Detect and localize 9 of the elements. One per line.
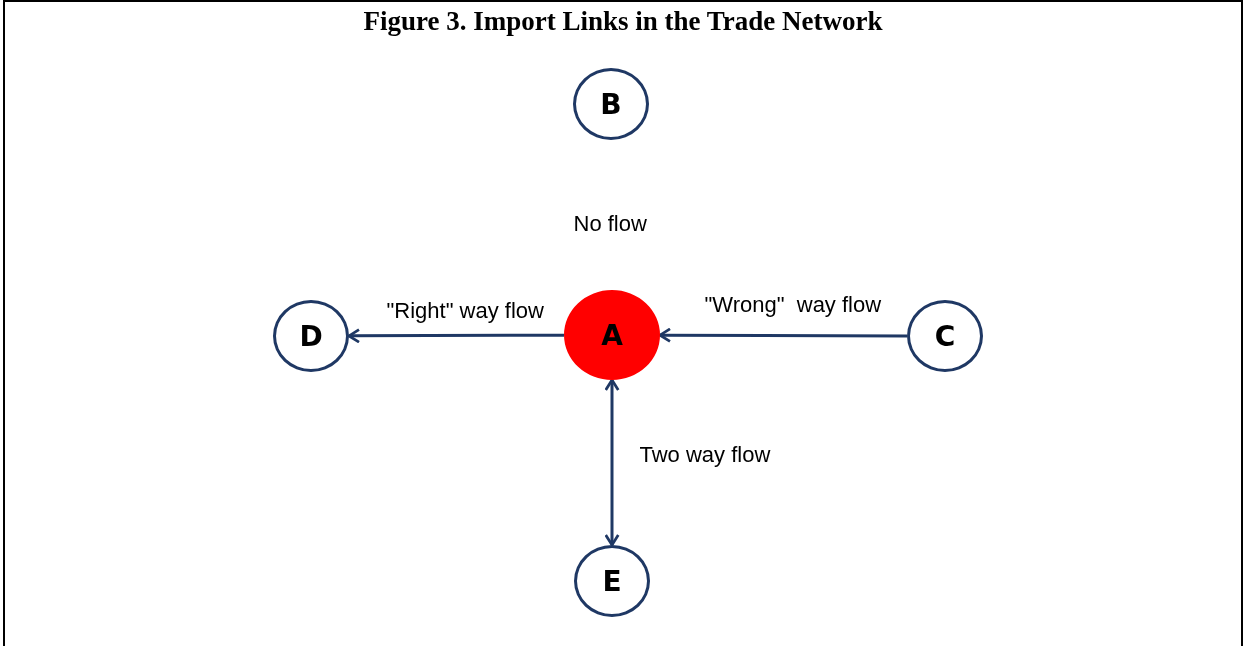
node-circle: A [564, 290, 660, 380]
node-circle: D [273, 300, 349, 372]
arrow [604, 378, 620, 547]
arrow [347, 328, 564, 344]
arrow [658, 327, 907, 343]
node-circle: B [573, 68, 649, 140]
node-circle: E [574, 545, 650, 617]
figure-title: Figure 3. Import Links in the Trade Network [362, 6, 884, 37]
node-circle: C [907, 300, 983, 372]
